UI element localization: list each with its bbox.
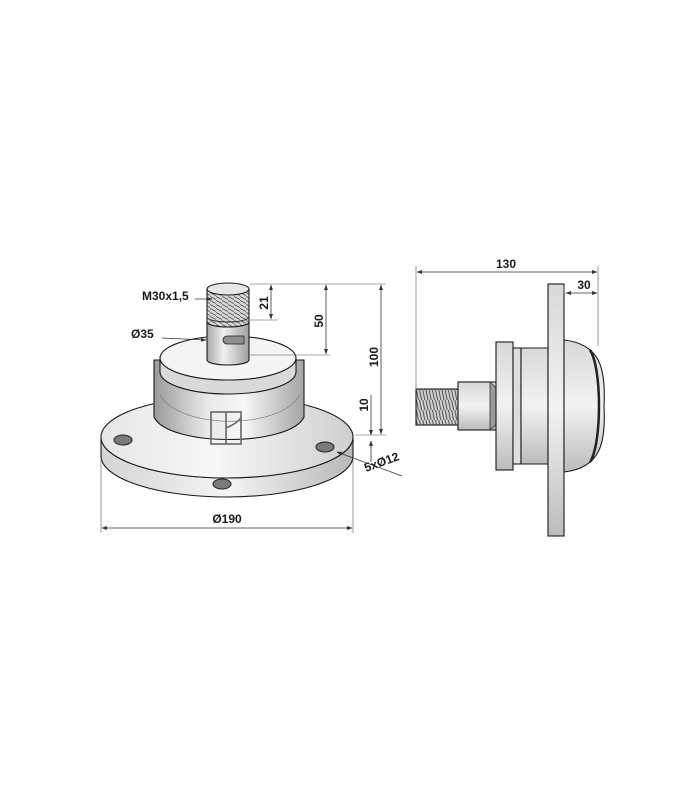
dimension-lines <box>100 266 599 533</box>
bolt-hole <box>212 478 232 490</box>
side-dome <box>563 339 605 473</box>
thread-label: M30x1,5 <box>142 289 189 303</box>
holes-label: 5xØ12 <box>362 449 401 475</box>
side-length-label: 130 <box>496 257 516 271</box>
total-height-label: 100 <box>367 347 381 367</box>
thread-spindle <box>206 288 250 328</box>
bolt-hole <box>315 441 335 453</box>
thread-length-label: 21 <box>257 296 271 310</box>
keyway <box>222 335 245 345</box>
side-offset-label: 30 <box>577 278 591 292</box>
flange-thickness-label: 10 <box>357 398 371 412</box>
isometric-view <box>100 282 354 498</box>
shaft-diameter-label: Ø35 <box>131 327 154 341</box>
shaft-height-label: 50 <box>312 314 326 328</box>
logo-mark-icon <box>210 411 242 445</box>
flange-diameter-label: Ø190 <box>212 512 242 526</box>
side-thread <box>415 388 459 426</box>
side-view <box>415 283 605 537</box>
side-seal <box>495 341 514 471</box>
bolt-hole <box>113 434 133 446</box>
thread-top <box>206 282 250 296</box>
side-bearing <box>520 347 549 465</box>
side-flange <box>547 283 565 537</box>
